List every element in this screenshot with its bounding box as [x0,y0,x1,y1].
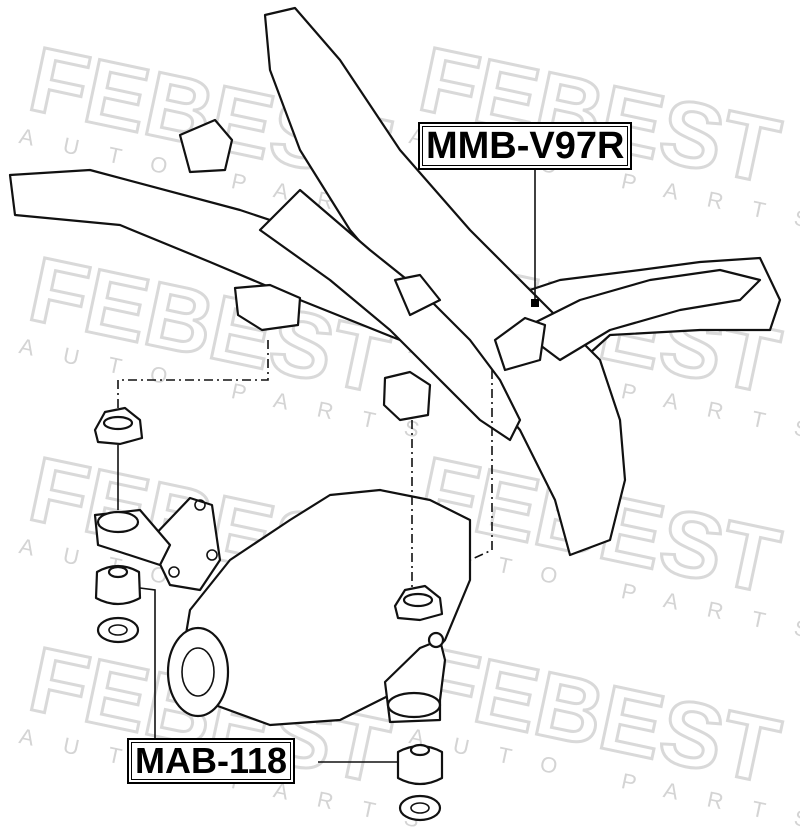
bushing-right [396,743,444,786]
subframe-arm-upper [263,6,627,557]
part-label-mab-118: MAB-118 [127,738,296,784]
mount-bracket-left [233,283,302,332]
leader-mab-118 [139,587,398,763]
mount-bracket-center [382,370,432,422]
subframe-end [393,273,442,317]
differential-housing [178,488,472,727]
leader-marker [531,299,539,307]
subframe-tab [178,118,234,174]
subframe-arm-right [518,268,762,362]
spacer-left [93,406,144,446]
subframe-drawing [8,6,782,822]
assembly-line-right [469,370,493,561]
mount-bracket-right [493,316,547,372]
differential-flange [166,626,230,718]
part-label-mmb-v97r: MMB-V97R [418,122,633,170]
spacer-right [393,584,444,622]
assembly-line-left [117,340,269,410]
washer-left [96,616,140,644]
washer-right [398,794,442,822]
bushing-left [94,564,142,606]
